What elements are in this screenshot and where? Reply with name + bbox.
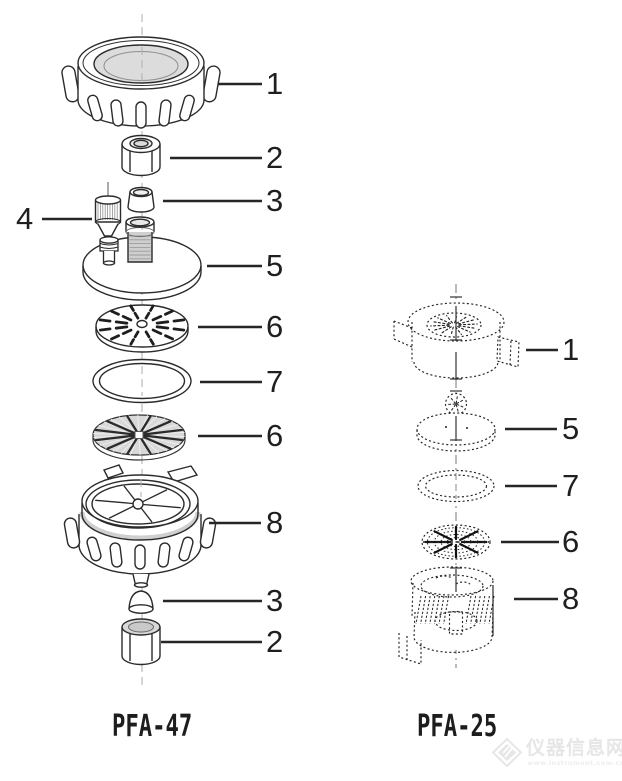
part-label-2: 2 bbox=[266, 140, 284, 175]
pfa47-part2-nut-bottom bbox=[121, 618, 161, 666]
pfa47-part5-threaded-boss bbox=[125, 216, 155, 263]
pfa47-part2-nut-top bbox=[121, 134, 161, 177]
left-assembly-title: PFA-47 bbox=[112, 709, 193, 744]
pfa47-part5-port-fitting bbox=[99, 236, 119, 266]
part-label-6-lower: 6 bbox=[266, 418, 284, 453]
part-label-r8: 8 bbox=[562, 581, 580, 616]
pfa25-part7-oring bbox=[417, 469, 495, 503]
pfa47-part8-housing bbox=[63, 464, 217, 588]
part-label-3: 3 bbox=[266, 183, 284, 218]
part-label-6-upper: 6 bbox=[266, 309, 284, 344]
pfa47-part1-ring-nut bbox=[61, 36, 221, 129]
watermark-site-url: www.instrument.com.cn bbox=[527, 759, 622, 768]
part-label-1: 1 bbox=[266, 66, 284, 101]
pfa47-part6-support-screen bbox=[95, 304, 189, 353]
pfa25-part8-housing bbox=[398, 566, 495, 665]
part-label-r5: 5 bbox=[562, 411, 580, 446]
part-label-r6: 6 bbox=[562, 524, 580, 559]
part-label-7: 7 bbox=[266, 364, 284, 399]
watermark-diamond-logo-icon bbox=[492, 738, 522, 767]
pfa25-part1-cap bbox=[393, 296, 520, 380]
pfa47-part4-plug bbox=[94, 182, 122, 237]
right-assembly-title: PFA-25 bbox=[417, 709, 498, 744]
pfa47-part6-mesh-screen bbox=[92, 414, 186, 461]
pfa25-part6-mesh-screen bbox=[421, 524, 491, 560]
watermark-site-name: 仪器信息网 bbox=[526, 737, 622, 760]
leader-lines bbox=[42, 82, 559, 644]
part-label-r7: 7 bbox=[562, 468, 580, 503]
part-label-5: 5 bbox=[266, 248, 284, 283]
pfa47-part3-ferrule-bottom bbox=[128, 590, 154, 614]
part-label-2-lower: 2 bbox=[266, 624, 284, 659]
pfa25-part5-head bbox=[416, 390, 496, 452]
pfa47-part3-ferrule-top bbox=[127, 186, 155, 213]
part-label-4: 4 bbox=[16, 201, 34, 236]
part-label-8: 8 bbox=[266, 505, 284, 540]
pfa47-part7-oring bbox=[92, 358, 192, 404]
part-label-3-lower: 3 bbox=[266, 583, 284, 618]
part-label-r1: 1 bbox=[562, 332, 580, 367]
watermark: 仪器信息网 www.instrument.com.cn bbox=[492, 738, 622, 767]
